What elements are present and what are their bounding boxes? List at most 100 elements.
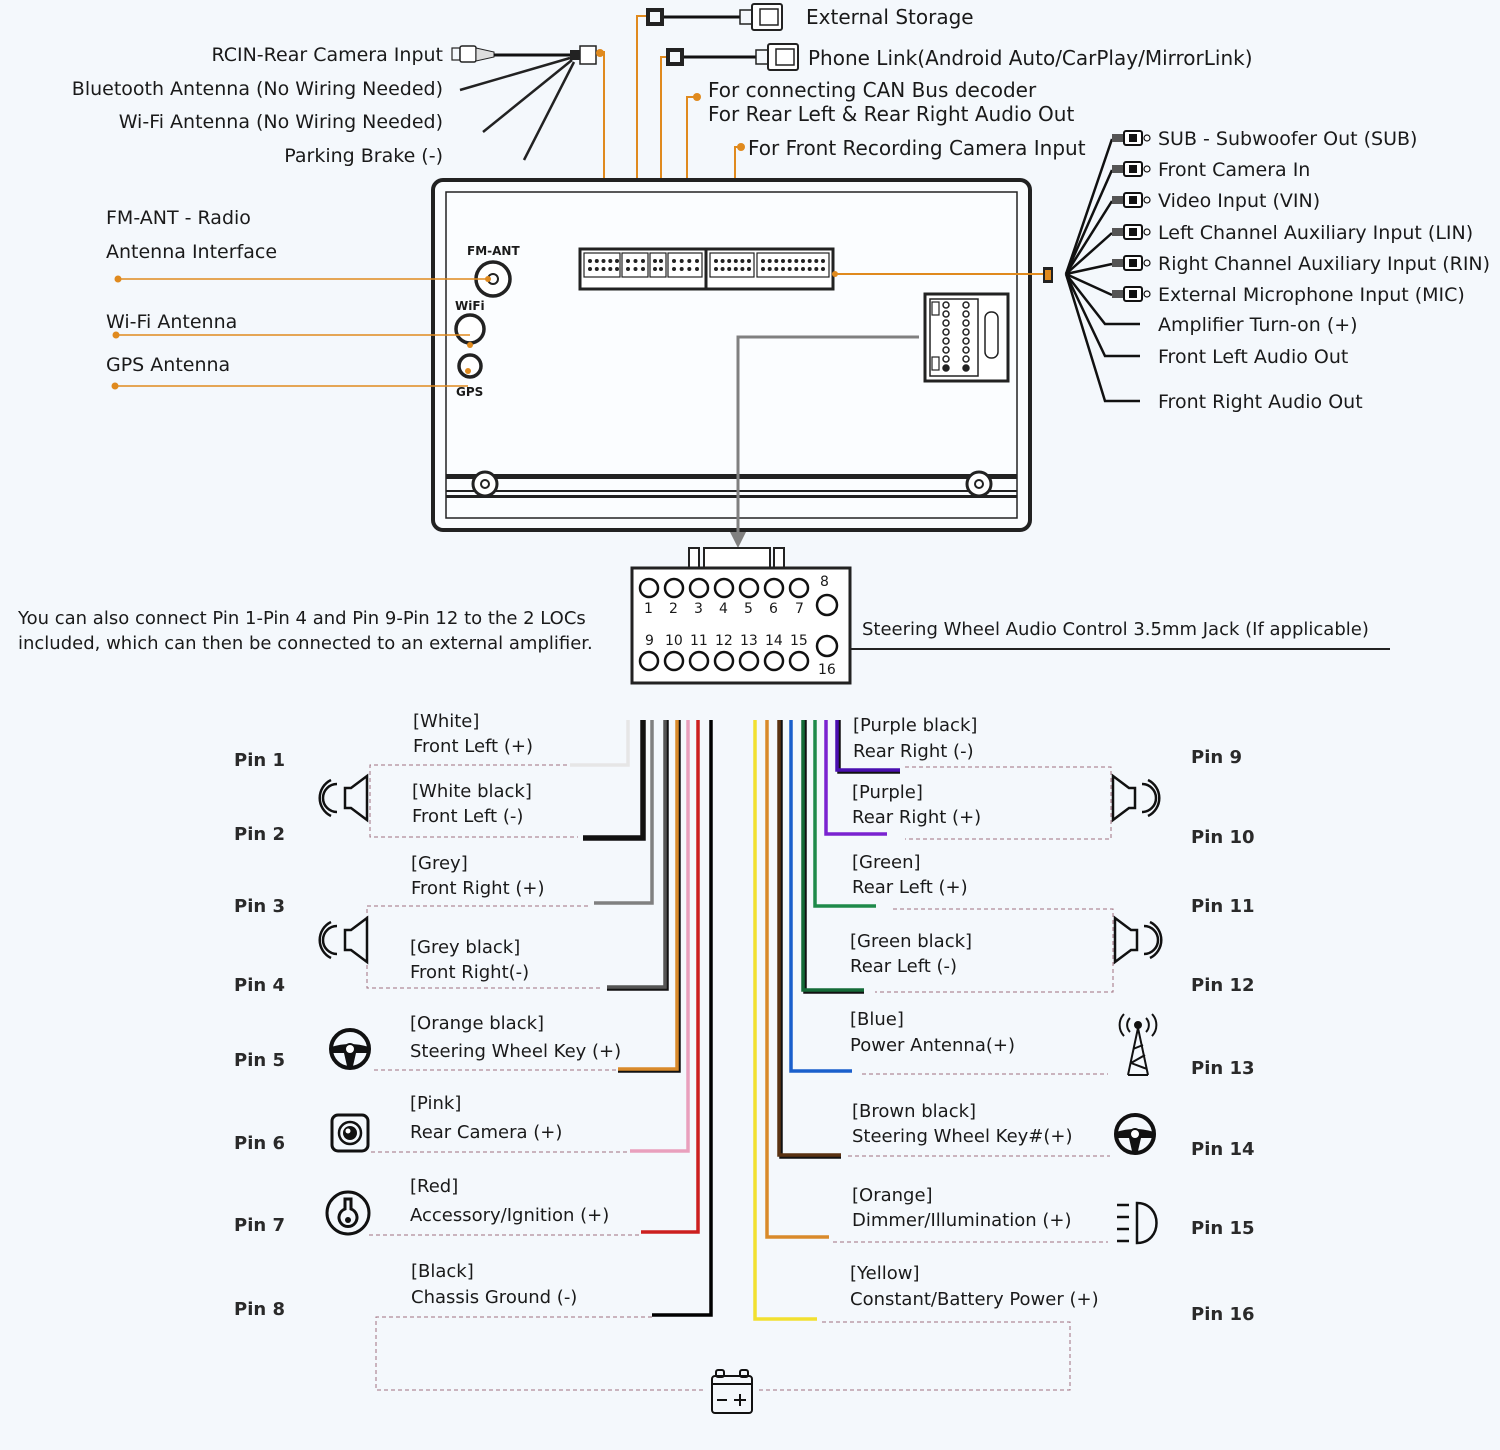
iso-pin — [942, 346, 950, 354]
wire-color-label: [Purple] — [852, 782, 923, 803]
rca-cable — [1064, 138, 1114, 275]
connector-pin-dot — [687, 267, 692, 271]
rca-cable — [1064, 200, 1114, 275]
canbus-dot — [693, 93, 701, 101]
connector-pin-dot — [601, 259, 606, 263]
wire — [789, 720, 852, 1073]
connector-pin-dot — [633, 267, 638, 271]
rca-cable-label: SUB - Subwoofer Out (SUB) — [1158, 128, 1417, 150]
steering-wheel-icon — [329, 1028, 371, 1070]
wire-color-label: [Orange] — [852, 1185, 933, 1206]
pin-label: Pin 16 — [1191, 1304, 1255, 1325]
wire — [652, 720, 713, 1317]
left-cables: RCIN-Rear Camera Input Bluetooth Antenna… — [72, 44, 604, 167]
rca-cable-label: Left Channel Auxiliary Input (LIN) — [1158, 222, 1473, 244]
pin-label: Pin 5 — [234, 1050, 285, 1071]
rear-right-speaker-group — [905, 766, 1112, 840]
fm-ant-port-label: FM-ANT — [467, 244, 520, 258]
speaker-icon — [318, 915, 369, 965]
pin-label: Pin 14 — [1191, 1139, 1255, 1160]
connector-pin-dot — [727, 267, 732, 271]
connector-pin-dot — [733, 259, 738, 263]
rca-plug-icon — [1112, 255, 1151, 271]
bluetooth-label: Bluetooth Antenna (No Wiring Needed) — [72, 78, 443, 100]
pin-number: 9 — [645, 633, 654, 649]
loc-note-line2: included, which can then be connected to… — [18, 633, 593, 654]
pin-label: Pin 2 — [234, 824, 285, 845]
battery-icon — [711, 1369, 753, 1414]
connector-pin-dot — [615, 267, 619, 271]
iso-pin — [962, 301, 970, 309]
pin-label: Pin 12 — [1191, 975, 1255, 996]
wire-cable-label: Front Left Audio Out — [1158, 346, 1348, 368]
connector-pin-dot — [672, 267, 676, 271]
headlight-icon — [1117, 1201, 1158, 1245]
front-left-speaker-group — [369, 764, 578, 838]
wire-color-label: [Yellow] — [850, 1263, 919, 1284]
connector-pin-dot — [679, 267, 684, 271]
iso-pin — [962, 364, 970, 372]
connector-pin-dot — [653, 267, 657, 271]
wire — [570, 720, 630, 767]
connector-pin-dot — [814, 259, 819, 263]
wire-cable-label: Front Right Audio Out — [1158, 391, 1363, 413]
pin-label: Pin 9 — [1191, 747, 1242, 768]
wire-function-label: Steering Wheel Key (+) — [410, 1041, 621, 1062]
rca-cable — [1065, 262, 1113, 276]
speaker-icon — [1113, 915, 1163, 965]
iso-pin — [962, 337, 970, 345]
connector-pin-dot — [588, 259, 592, 263]
wire — [607, 720, 667, 989]
top-cables: External Storage Phone Link(Android Auto… — [590, 3, 1253, 262]
wire-cable-label: Amplifier Turn-on (+) — [1158, 314, 1358, 336]
wire — [801, 720, 864, 992]
rca-cable — [1065, 272, 1113, 297]
ground-battery-group — [375, 1316, 706, 1391]
connector-hole — [713, 577, 735, 599]
connector-pin-dot — [781, 267, 785, 271]
iso-pin — [962, 319, 970, 327]
connector-hole — [688, 577, 710, 599]
rca-cable — [1065, 232, 1113, 275]
pin-label: Pin 15 — [1191, 1218, 1255, 1239]
camera-icon — [330, 1113, 370, 1153]
connector-pin-dot — [714, 267, 718, 271]
wire-cable — [1064, 273, 1140, 403]
wire-color-label: [Grey black] — [410, 937, 520, 958]
pin-number: 13 — [740, 633, 758, 649]
pin-number: 7 — [795, 601, 804, 617]
connector-pin-dot — [594, 259, 599, 263]
connector-pin-dot — [727, 259, 732, 263]
rca-plug-icon — [1112, 286, 1151, 302]
wire — [824, 720, 887, 836]
connector-pin-dot — [740, 259, 745, 263]
connector-pin-dot — [787, 267, 792, 271]
wire-color-label: [Purple black] — [853, 715, 977, 736]
wire-color-label: [Red] — [410, 1176, 458, 1197]
iso-pin — [942, 337, 950, 345]
iso-pin — [942, 355, 950, 363]
rca-cable — [1064, 169, 1114, 275]
gps-port-label: GPS — [456, 385, 483, 399]
wire-cable — [1064, 273, 1140, 358]
connector-pin-dot — [807, 259, 812, 263]
connector-pin-dot — [633, 259, 638, 263]
wire — [594, 720, 654, 905]
iso-pin — [942, 328, 950, 336]
connector-pin-dot — [774, 259, 779, 263]
connector-hole — [738, 577, 760, 599]
phone-link-label: Phone Link(Android Auto/CarPlay/MirrorLi… — [808, 46, 1253, 70]
wire-color-label: [Black] — [411, 1261, 474, 1282]
harness-cable — [736, 335, 919, 540]
connector-pin-dot — [608, 267, 613, 271]
usb-connector-icon — [666, 43, 799, 71]
pin-label: Pin 3 — [234, 896, 285, 917]
wire-function-label: Front Left (-) — [412, 806, 523, 827]
wire-stripe — [803, 720, 864, 994]
connector-pin-dot — [733, 267, 738, 271]
wire-stripe — [607, 720, 669, 991]
pin-wires — [570, 720, 900, 1321]
wire-color-label: [White] — [413, 711, 479, 732]
